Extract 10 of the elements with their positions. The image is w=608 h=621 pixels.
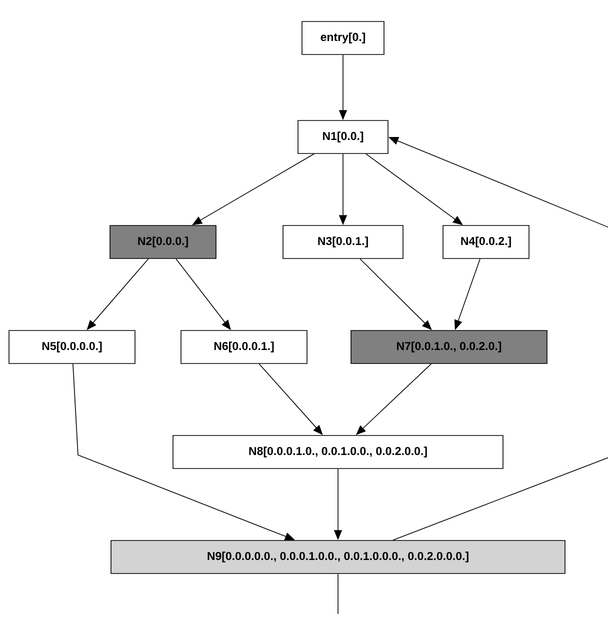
process-box: N6[0.0.0.1.] — [180, 330, 308, 364]
process-box: N4[0.0.2.] — [442, 225, 530, 259]
process-box: N1[0.0.] — [298, 120, 388, 154]
process-box: N8[0.0.0.1.0., 0.0.1.0.0., 0.0.2.0.0.] — [172, 435, 504, 469]
process-box: N7[0.0.1.0., 0.0.2.0.] — [350, 330, 548, 364]
process-box: N3[0.0.1.] — [282, 225, 404, 259]
process-box: entry[0.] — [302, 21, 384, 55]
process-box: N9[0.0.0.0.0., 0.0.0.1.0.0., 0.0.1.0.0.0., 0.0.2.0.0.0.] — [110, 540, 566, 574]
process-box: N2[0.0.0.] — [110, 225, 216, 259]
process-box: N5[0.0.0.0.] — [8, 330, 136, 364]
